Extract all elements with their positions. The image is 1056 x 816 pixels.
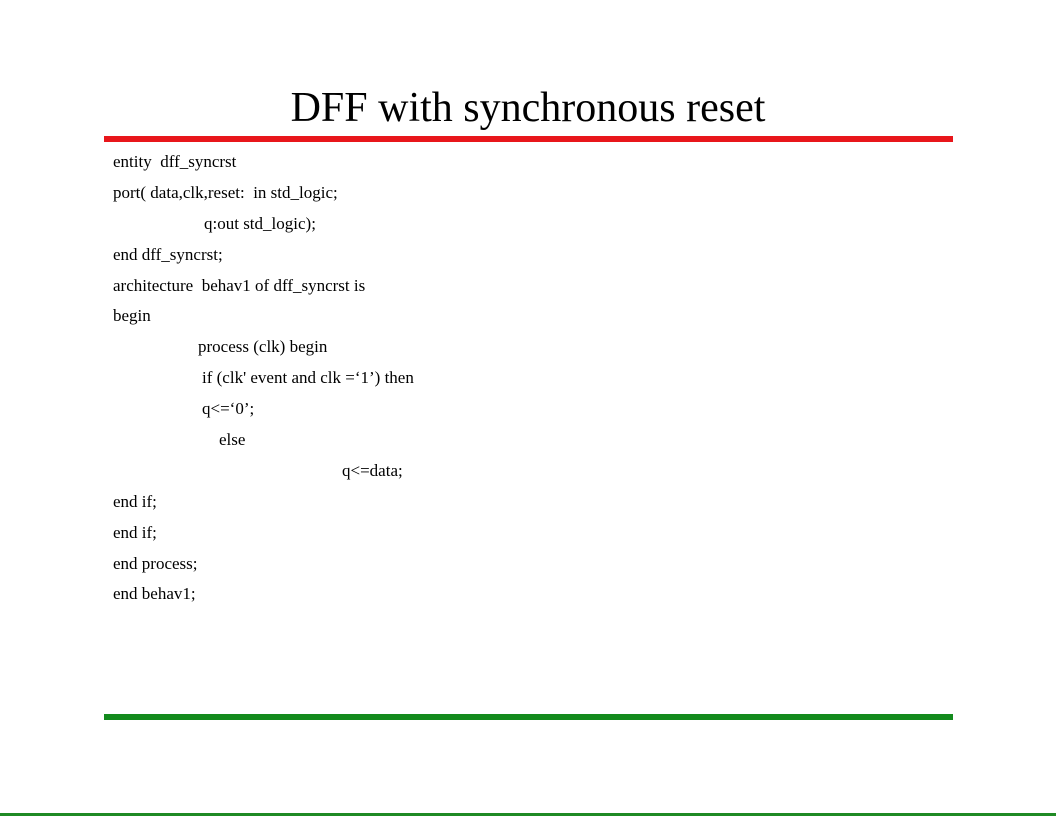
code-line: architecture behav1 of dff_syncrst is <box>113 275 366 295</box>
code-line: port( data,clk,reset: in std_logic; <box>113 182 338 202</box>
code-line: q<=‘0’; <box>202 399 255 419</box>
footer-rule-green <box>104 714 953 720</box>
code-line: end if; <box>113 522 157 542</box>
code-line: end dff_syncrst; <box>113 244 223 264</box>
slide-title: DFF with synchronous reset <box>290 85 766 131</box>
code-line: entity dff_syncrst <box>113 152 237 171</box>
code-line: process (clk) begin <box>198 337 328 357</box>
code-line: begin <box>113 306 151 326</box>
bottom-edge-line <box>0 813 1056 816</box>
code-block: entity dff_syncrst port( data,clk,reset:… <box>113 147 933 610</box>
code-line: else <box>219 430 246 450</box>
title-underline-red <box>104 136 953 142</box>
code-line: q<=data; <box>342 460 403 480</box>
code-line: end behav1; <box>113 584 196 604</box>
code-line: end if; <box>113 491 157 511</box>
code-line: end process; <box>113 553 198 573</box>
code-line: if (clk' event and clk =‘1’) then <box>202 368 414 388</box>
code-line: q:out std_logic); <box>204 213 316 233</box>
